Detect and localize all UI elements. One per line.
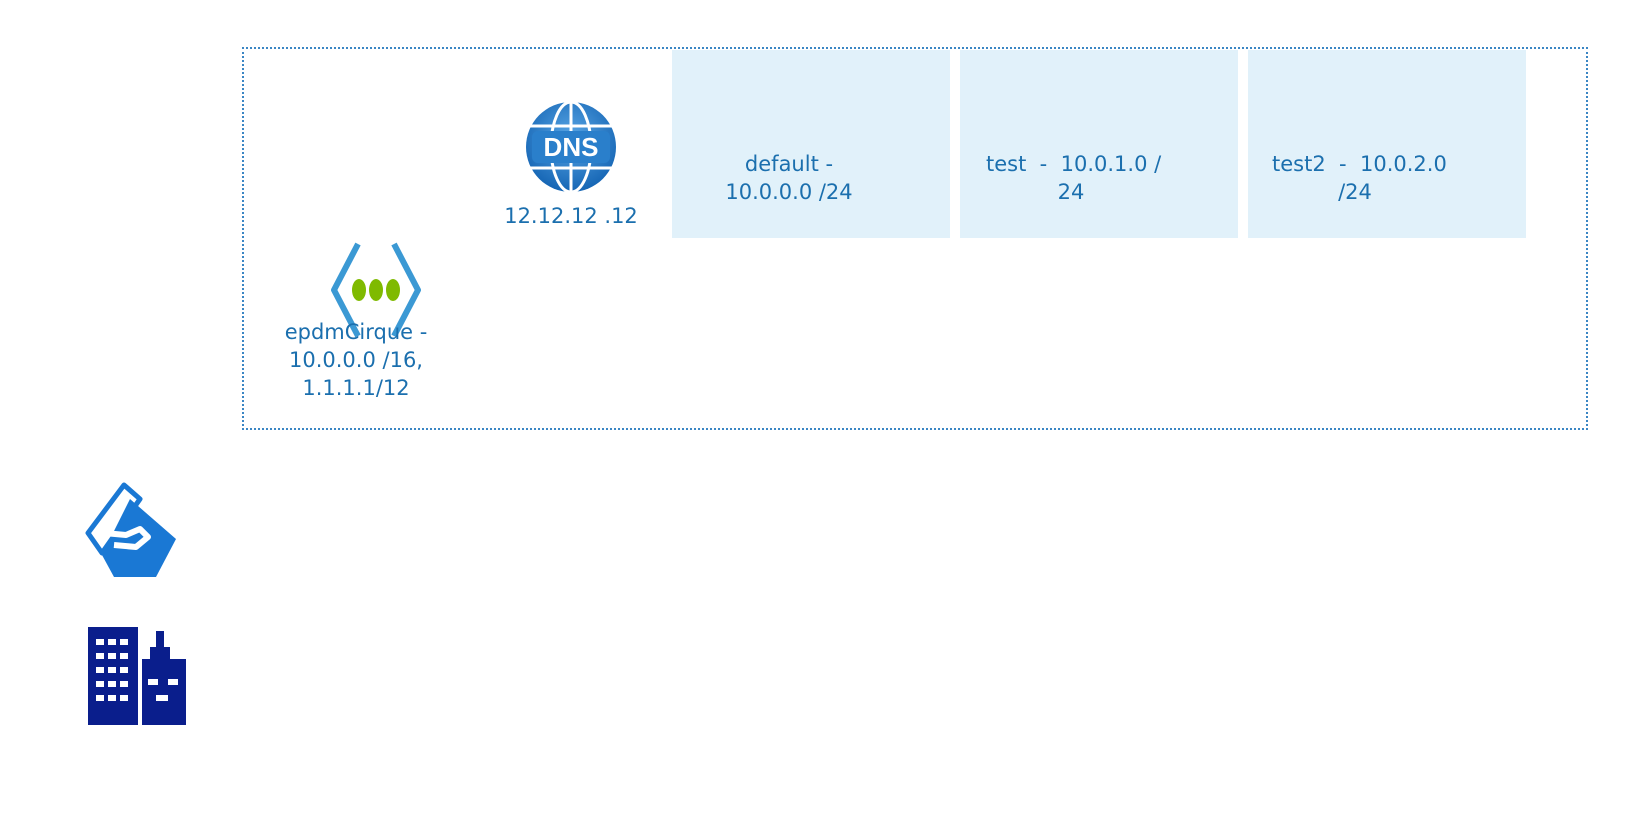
- building-icon[interactable]: [86, 625, 186, 725]
- subnet-default-label: default - 10.0.0.0 /24: [725, 152, 853, 204]
- virtual-network-boundary: [242, 47, 1588, 430]
- subnet-test[interactable]: test - 10.0.1.0 / 24: [960, 50, 1238, 238]
- subnet-test2[interactable]: test2 - 10.0.2.0 /24: [1248, 50, 1526, 238]
- dns-server-label: 12.12.12 .12: [504, 204, 638, 228]
- virtual-network-label: epdmCirque - 10.0.0.0 /16, 1.1.1.1/12: [284, 320, 428, 400]
- virtual-network-icon[interactable]: [326, 240, 426, 340]
- dns-icon-text: DNS: [544, 132, 599, 162]
- vpn-gateway-icon[interactable]: [84, 481, 184, 581]
- subnet-test-label: test - 10.0.1.0 / 24: [986, 152, 1162, 204]
- subnet-test2-label: test2 - 10.0.2.0 /24: [1272, 152, 1447, 204]
- dns-icon[interactable]: DNS: [524, 100, 618, 194]
- subnet-default[interactable]: default - 10.0.0.0 /24: [672, 50, 950, 238]
